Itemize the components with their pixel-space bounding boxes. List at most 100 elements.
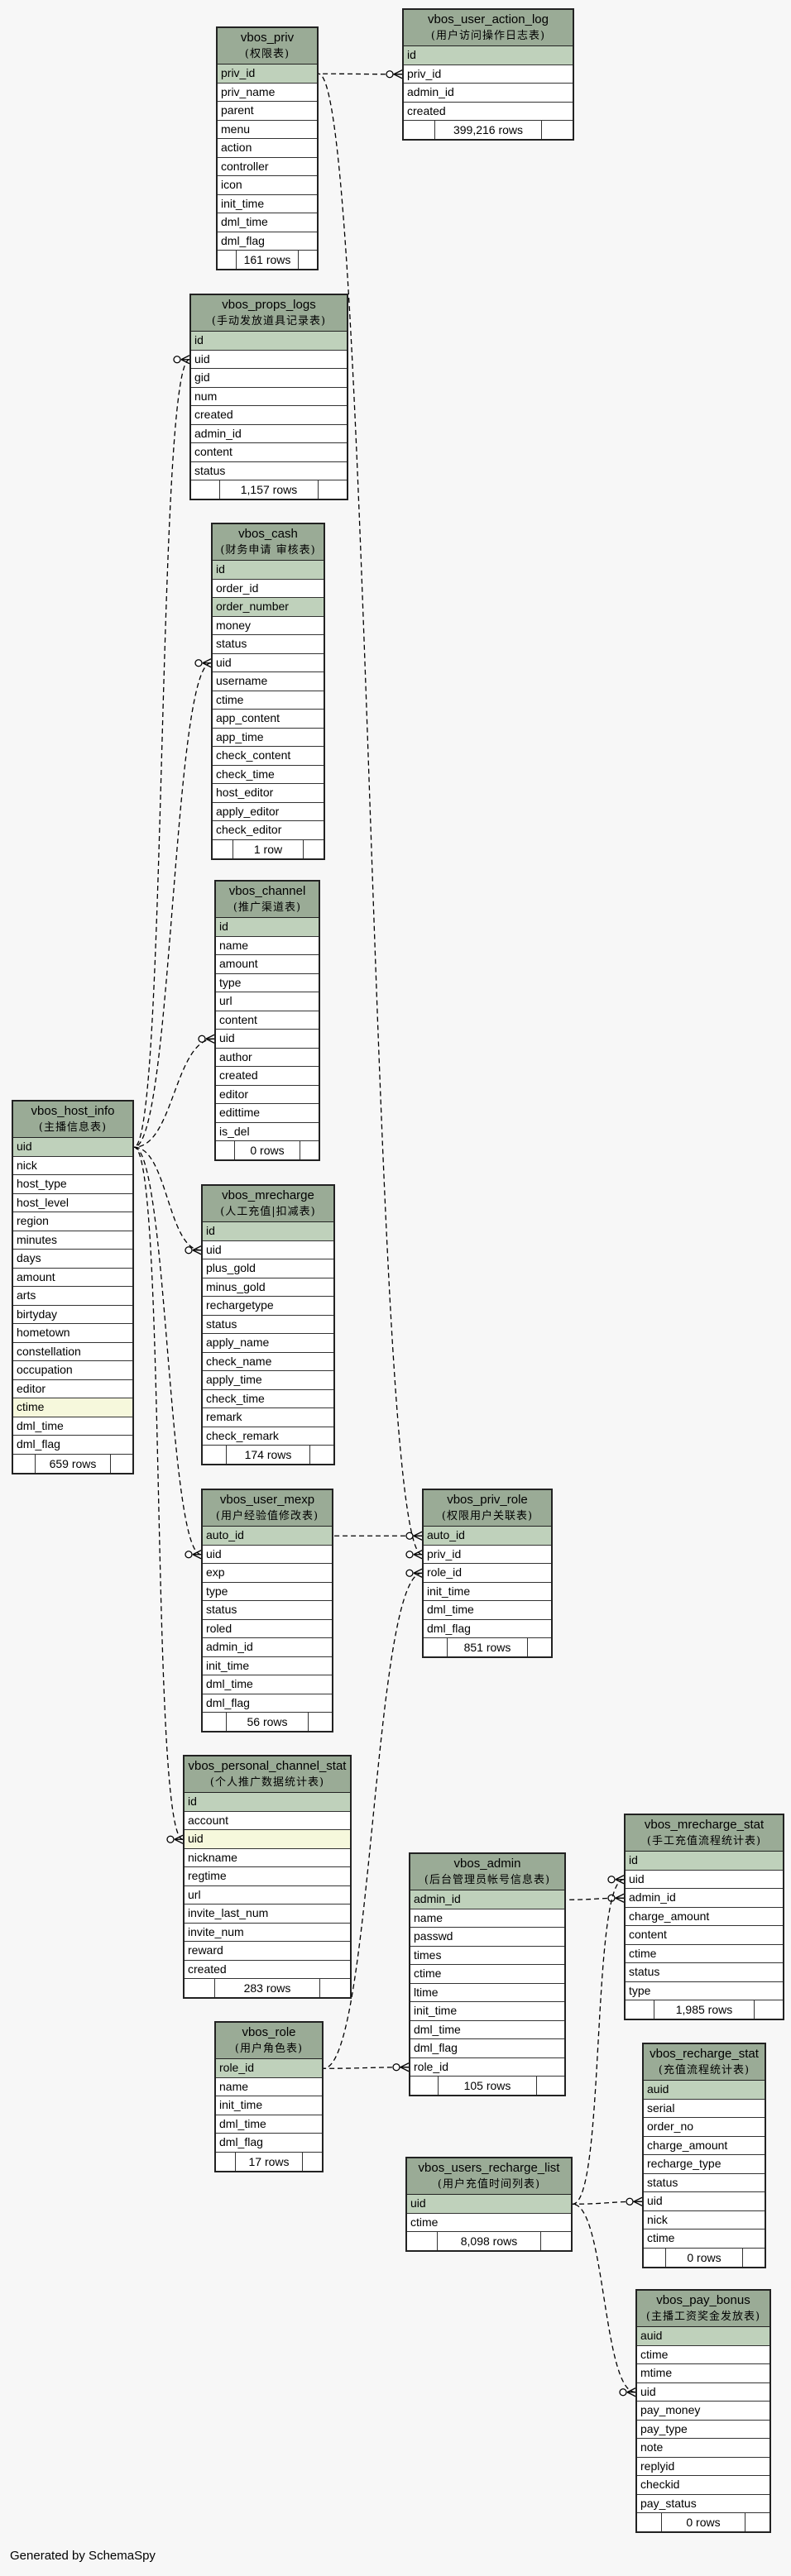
column-apply-name[interactable]: apply_name — [203, 1334, 333, 1353]
column-uid[interactable]: uid — [203, 1546, 332, 1564]
column-auid[interactable]: auid — [644, 2081, 765, 2100]
column-uid[interactable]: uid — [216, 1030, 319, 1049]
column-type[interactable]: type — [216, 974, 319, 992]
column-roled[interactable]: roled — [203, 1620, 332, 1638]
column-uid[interactable]: uid — [626, 1871, 783, 1889]
column-id[interactable]: id — [203, 1222, 333, 1241]
column-gid[interactable]: gid — [191, 369, 347, 388]
column-created[interactable]: created — [185, 1961, 350, 1979]
column-apply-editor[interactable]: apply_editor — [213, 803, 324, 821]
column-check-time[interactable]: check_time — [213, 766, 324, 784]
column-mtime[interactable]: mtime — [637, 2364, 769, 2383]
column-controller[interactable]: controller — [218, 158, 317, 176]
column-admin-id[interactable]: admin_id — [191, 425, 347, 443]
column-uid[interactable]: uid — [213, 654, 324, 672]
column-app-time[interactable]: app_time — [213, 729, 324, 747]
column-replyid[interactable]: replyid — [637, 2458, 769, 2476]
column-init-time[interactable]: init_time — [424, 1583, 551, 1601]
column-occupation[interactable]: occupation — [13, 1361, 132, 1380]
column-host-type[interactable]: host_type — [13, 1175, 132, 1194]
column-id[interactable]: id — [185, 1793, 350, 1812]
column-auid[interactable]: auid — [637, 2327, 769, 2346]
column-editor[interactable]: editor — [216, 1086, 319, 1104]
column-exp[interactable]: exp — [203, 1564, 332, 1583]
column-type[interactable]: type — [203, 1583, 332, 1601]
column-host-editor[interactable]: host_editor — [213, 784, 324, 803]
column-recharge-type[interactable]: recharge_type — [644, 2155, 765, 2174]
column-icon[interactable]: icon — [218, 176, 317, 195]
column-ctime[interactable]: ctime — [644, 2230, 765, 2249]
column-times[interactable]: times — [410, 1947, 564, 1965]
column-admin-id[interactable]: admin_id — [626, 1889, 783, 1908]
column-uid[interactable]: uid — [203, 1241, 333, 1259]
column-pay-money[interactable]: pay_money — [637, 2402, 769, 2421]
column-priv-id[interactable]: priv_id — [404, 65, 573, 84]
column-admin-id[interactable]: admin_id — [410, 1890, 564, 1909]
column-editor[interactable]: editor — [13, 1380, 132, 1398]
column-edittime[interactable]: edittime — [216, 1104, 319, 1123]
column-serial[interactable]: serial — [644, 2100, 765, 2118]
column-passwd[interactable]: passwd — [410, 1928, 564, 1947]
column-reward[interactable]: reward — [185, 1942, 350, 1961]
column-dml-time[interactable]: dml_time — [216, 2115, 322, 2134]
column-name[interactable]: name — [410, 1909, 564, 1928]
column-uid[interactable]: uid — [13, 1138, 132, 1157]
column-created[interactable]: created — [404, 103, 573, 121]
column-regtime[interactable]: regtime — [185, 1867, 350, 1886]
column-birtyday[interactable]: birtyday — [13, 1306, 132, 1324]
column-check-remark[interactable]: check_remark — [203, 1427, 333, 1446]
column-note[interactable]: note — [637, 2439, 769, 2458]
column-pay-type[interactable]: pay_type — [637, 2421, 769, 2439]
column-author[interactable]: author — [216, 1049, 319, 1067]
column-check-name[interactable]: check_name — [203, 1353, 333, 1371]
column-content[interactable]: content — [216, 1011, 319, 1030]
column-remark[interactable]: remark — [203, 1408, 333, 1427]
column-pay-status[interactable]: pay_status — [637, 2495, 769, 2513]
column-status[interactable]: status — [203, 1601, 332, 1620]
column-amount[interactable]: amount — [13, 1269, 132, 1287]
column-uid[interactable]: uid — [407, 2195, 571, 2214]
column-uid[interactable]: uid — [191, 351, 347, 369]
column-id[interactable]: id — [213, 561, 324, 580]
column-dml-time[interactable]: dml_time — [13, 1417, 132, 1436]
column-priv-name[interactable]: priv_name — [218, 84, 317, 102]
column-role-id[interactable]: role_id — [424, 1564, 551, 1583]
column-rechargetype[interactable]: rechargetype — [203, 1297, 333, 1316]
column-name[interactable]: name — [216, 937, 319, 955]
column-id[interactable]: id — [626, 1852, 783, 1871]
column-arts[interactable]: arts — [13, 1287, 132, 1306]
column-priv-id[interactable]: priv_id — [218, 65, 317, 84]
column-created[interactable]: created — [216, 1067, 319, 1086]
column-dml-time[interactable]: dml_time — [410, 2021, 564, 2039]
column-url[interactable]: url — [216, 992, 319, 1011]
column-is-del[interactable]: is_del — [216, 1123, 319, 1141]
column-order-number[interactable]: order_number — [213, 598, 324, 617]
column-minus-gold[interactable]: minus_gold — [203, 1278, 333, 1297]
column-check-content[interactable]: check_content — [213, 747, 324, 766]
column-dml-flag[interactable]: dml_flag — [216, 2134, 322, 2153]
column-account[interactable]: account — [185, 1812, 350, 1830]
column-admin-id[interactable]: admin_id — [203, 1638, 332, 1657]
column-num[interactable]: num — [191, 388, 347, 406]
column-content[interactable]: content — [191, 443, 347, 462]
column-app-content[interactable]: app_content — [213, 710, 324, 729]
column-dml-flag[interactable]: dml_flag — [203, 1694, 332, 1713]
column-content[interactable]: content — [626, 1926, 783, 1945]
column-hometown[interactable]: hometown — [13, 1324, 132, 1343]
column-id[interactable]: id — [216, 918, 319, 937]
column-ctime[interactable]: ctime — [13, 1398, 132, 1417]
column-dml-flag[interactable]: dml_flag — [218, 232, 317, 251]
column-dml-time[interactable]: dml_time — [424, 1601, 551, 1620]
column-nickname[interactable]: nickname — [185, 1849, 350, 1867]
column-region[interactable]: region — [13, 1212, 132, 1231]
column-id[interactable]: id — [191, 332, 347, 351]
column-host-level[interactable]: host_level — [13, 1194, 132, 1212]
